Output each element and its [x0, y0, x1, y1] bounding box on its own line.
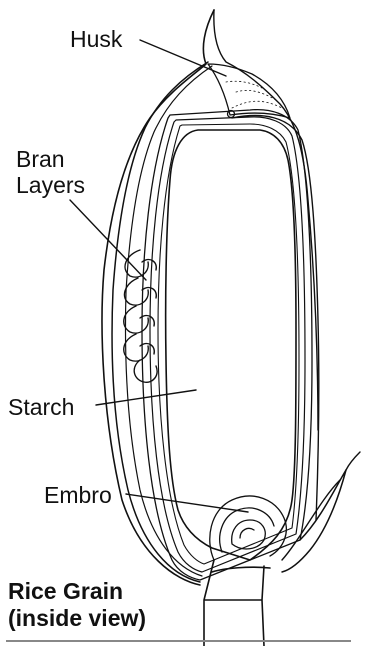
leader-starch — [96, 390, 196, 405]
label-husk: Husk — [70, 26, 122, 52]
starch-body — [166, 130, 296, 560]
bran-layer-2 — [150, 117, 305, 572]
label-bran-line2: Layers — [16, 172, 85, 198]
leader-husk — [140, 40, 226, 76]
label-bran-line1: Bran — [16, 146, 85, 172]
bottom-rule — [6, 640, 351, 642]
label-embryo: Embro — [44, 482, 112, 508]
figure-caption: Rice Grain (inside view) — [8, 578, 146, 632]
label-bran-layers: Bran Layers — [16, 146, 85, 198]
caption-line1: Rice Grain — [8, 578, 146, 605]
leader-embryo — [126, 494, 248, 512]
caption-line2: (inside view) — [8, 605, 146, 632]
lower-husk-right — [282, 470, 346, 572]
leader-bran — [70, 200, 146, 280]
bran-wrinkles — [124, 250, 157, 382]
bran-layer-3 — [158, 124, 299, 564]
base-stem — [204, 560, 270, 646]
husk-cap-dots — [226, 81, 282, 108]
label-starch: Starch — [8, 394, 74, 420]
